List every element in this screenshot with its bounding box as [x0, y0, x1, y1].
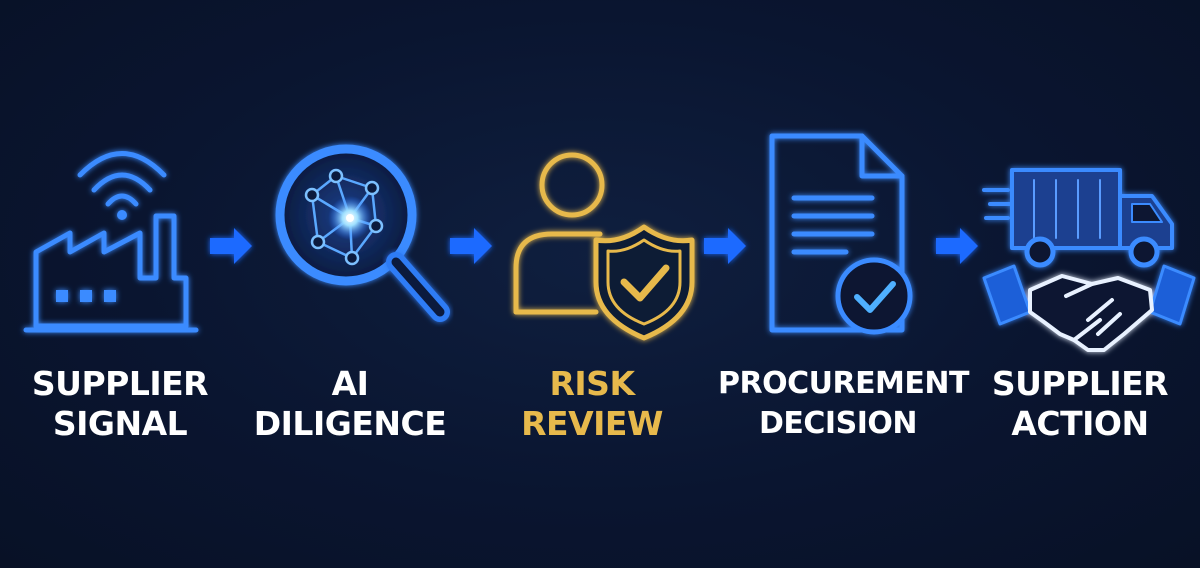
step-label-line1: RISK	[549, 364, 635, 403]
handshake	[1028, 274, 1154, 352]
document-check-icon	[769, 133, 913, 335]
step-label-line2: ACTION	[1011, 404, 1149, 443]
check-badge	[835, 257, 913, 335]
step-label-line2: DILIGENCE	[253, 404, 447, 443]
step-label-procurement-decision: PROCUREMENT DECISION	[718, 364, 969, 444]
step-label-line2: REVIEW	[521, 404, 663, 443]
step-label-line1: PROCUREMENT	[718, 366, 969, 401]
wifi-arc-inner	[105, 193, 139, 207]
right-cuff	[1148, 264, 1196, 326]
check-mark-icon	[854, 281, 896, 313]
truck-wheel	[1128, 236, 1160, 268]
shield-inner	[606, 238, 682, 326]
step-label-line1: SUPPLIER	[31, 364, 209, 403]
arrow-right-icon	[936, 228, 978, 264]
factory-building	[33, 213, 189, 329]
speed-lines	[982, 188, 1012, 220]
step-label-risk-review: RISK REVIEW	[472, 364, 712, 444]
factory-window-3	[104, 290, 116, 302]
magnifier-network-icon	[275, 144, 450, 322]
document-fold	[859, 133, 905, 179]
person-shield-check-icon	[513, 152, 695, 341]
wifi-arc-outer	[77, 151, 167, 178]
person-head	[539, 152, 605, 218]
wifi-arc-middle	[91, 172, 153, 193]
arrow-right-icon	[450, 228, 492, 264]
document-page	[769, 133, 905, 333]
factory-signal-icon	[23, 151, 199, 333]
step-label-line1: AI	[331, 364, 369, 403]
step-label-supplier-action: SUPPLIER ACTION	[960, 364, 1200, 444]
factory-window-2	[80, 290, 92, 302]
step-label-line2: SIGNAL	[52, 404, 188, 443]
check-mark-icon	[620, 264, 670, 302]
shield	[593, 224, 695, 341]
step-label-line1: SUPPLIER	[991, 364, 1169, 403]
arrow-right-icon	[210, 228, 252, 264]
left-cuff	[982, 264, 1032, 326]
step-label-ai-diligence: AI DILIGENCE	[230, 364, 470, 444]
person-body	[513, 231, 603, 315]
factory-window-1	[56, 290, 68, 302]
step-label-line2: DECISION	[759, 406, 917, 441]
truck-handshake-icon	[982, 168, 1196, 352]
step-label-supplier-signal: SUPPLIER SIGNAL	[0, 364, 240, 444]
network-nodes	[304, 168, 384, 266]
truck-wheel	[1024, 236, 1056, 268]
wifi-dot	[117, 210, 127, 220]
truck-cargo	[1010, 168, 1122, 250]
arrow-right-icon	[704, 228, 746, 264]
